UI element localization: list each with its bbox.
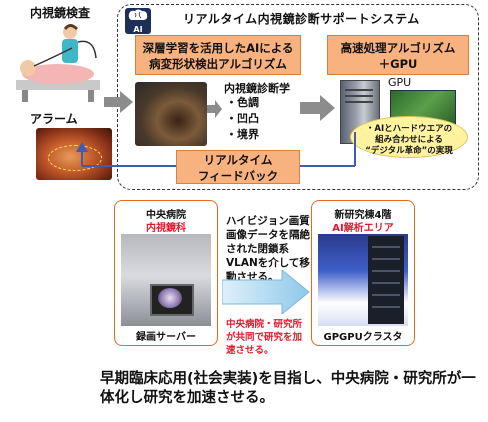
arrow-criteria-to-server: [300, 95, 335, 121]
lab-frame: [311, 200, 415, 346]
recorder-caption: 録画サーバー: [136, 332, 196, 343]
ai-analysis-area-name: AI解析エリア: [332, 223, 394, 234]
digital-revolution-callout: ・AIとハードウエアの 組み合わせによる “デジタル革命”の実現: [350, 116, 468, 158]
hospital-frame: [114, 200, 218, 346]
monitor-screen-image: [158, 288, 182, 308]
algorithm-box: 高速処理アルゴリズム ＋GPU: [327, 35, 469, 75]
ai-logo: AI: [125, 8, 151, 34]
hospital-department: 内視鏡科: [146, 223, 186, 234]
cluster-rack: [368, 236, 404, 324]
brain-icon: [128, 9, 148, 20]
realtime-feedback-box: リアルタイム フィードバック: [176, 150, 300, 184]
hospital-name: 中央病院: [146, 210, 186, 221]
criteria-item: ・色調: [226, 96, 259, 109]
callout-line-3: “デジタル革命”の実現: [365, 146, 453, 156]
summary-text: 早期臨床応用(社会実装)を目指し、中央病院・研究所が一体化し研究を加速させる。: [100, 371, 476, 406]
dl-box-line-1: 深層学習を活用したAIによる: [142, 41, 294, 55]
callout-line-2: 組み合わせによる: [375, 135, 443, 145]
arrow-image-to-criteria: [207, 100, 222, 118]
joint-research-text: 中央病院・研究所が共同で研究を加速させる。: [226, 319, 303, 356]
callout-line-1: ・AIとハードウエアの: [365, 124, 453, 134]
feedback-line-1: リアルタイム: [203, 153, 273, 167]
lab-building-name: 新研究棟4階: [334, 210, 392, 221]
lesion-highlight-ellipse: [48, 145, 102, 171]
system-title: リアルタイム内視鏡診断サポートシステム: [183, 12, 420, 26]
criteria-item: ・境界: [226, 128, 259, 141]
arrow-exam-to-image: [104, 91, 133, 113]
cluster-caption: GPGPUクラスタ: [323, 332, 403, 343]
ai-logo-text: AI: [133, 25, 143, 34]
algo-box-line-1: 高速処理アルゴリズム: [340, 41, 456, 55]
endoscopy-criteria-title: 内視鏡診断学: [224, 82, 290, 95]
hd-transfer-text: ハイビジョン画質画像データを隔絶された閉鎖系VLANを介して移動させる。: [226, 215, 310, 283]
endoscopy-exam-label: 内視鏡検査: [30, 6, 91, 20]
criteria-item: ・凹凸: [226, 112, 259, 125]
gpu-label: GPU: [388, 76, 412, 89]
alarm-label: アラーム: [30, 112, 78, 126]
deep-learning-box: 深層学習を活用したAIによる 病変形状検出アルゴリズム: [135, 35, 301, 75]
endoscopy-exam-illustration: [16, 24, 100, 102]
feedback-line-2: フィードバック: [197, 169, 279, 183]
endoscopy-criteria-list: ・色調 ・凹凸 ・境界: [226, 95, 259, 143]
dl-box-line-2: 病変形状検出アルゴリズム: [149, 57, 287, 71]
big-transfer-arrow: [222, 270, 310, 314]
algo-box-line-2: ＋GPU: [378, 57, 418, 71]
endoscope-image: [135, 82, 207, 146]
